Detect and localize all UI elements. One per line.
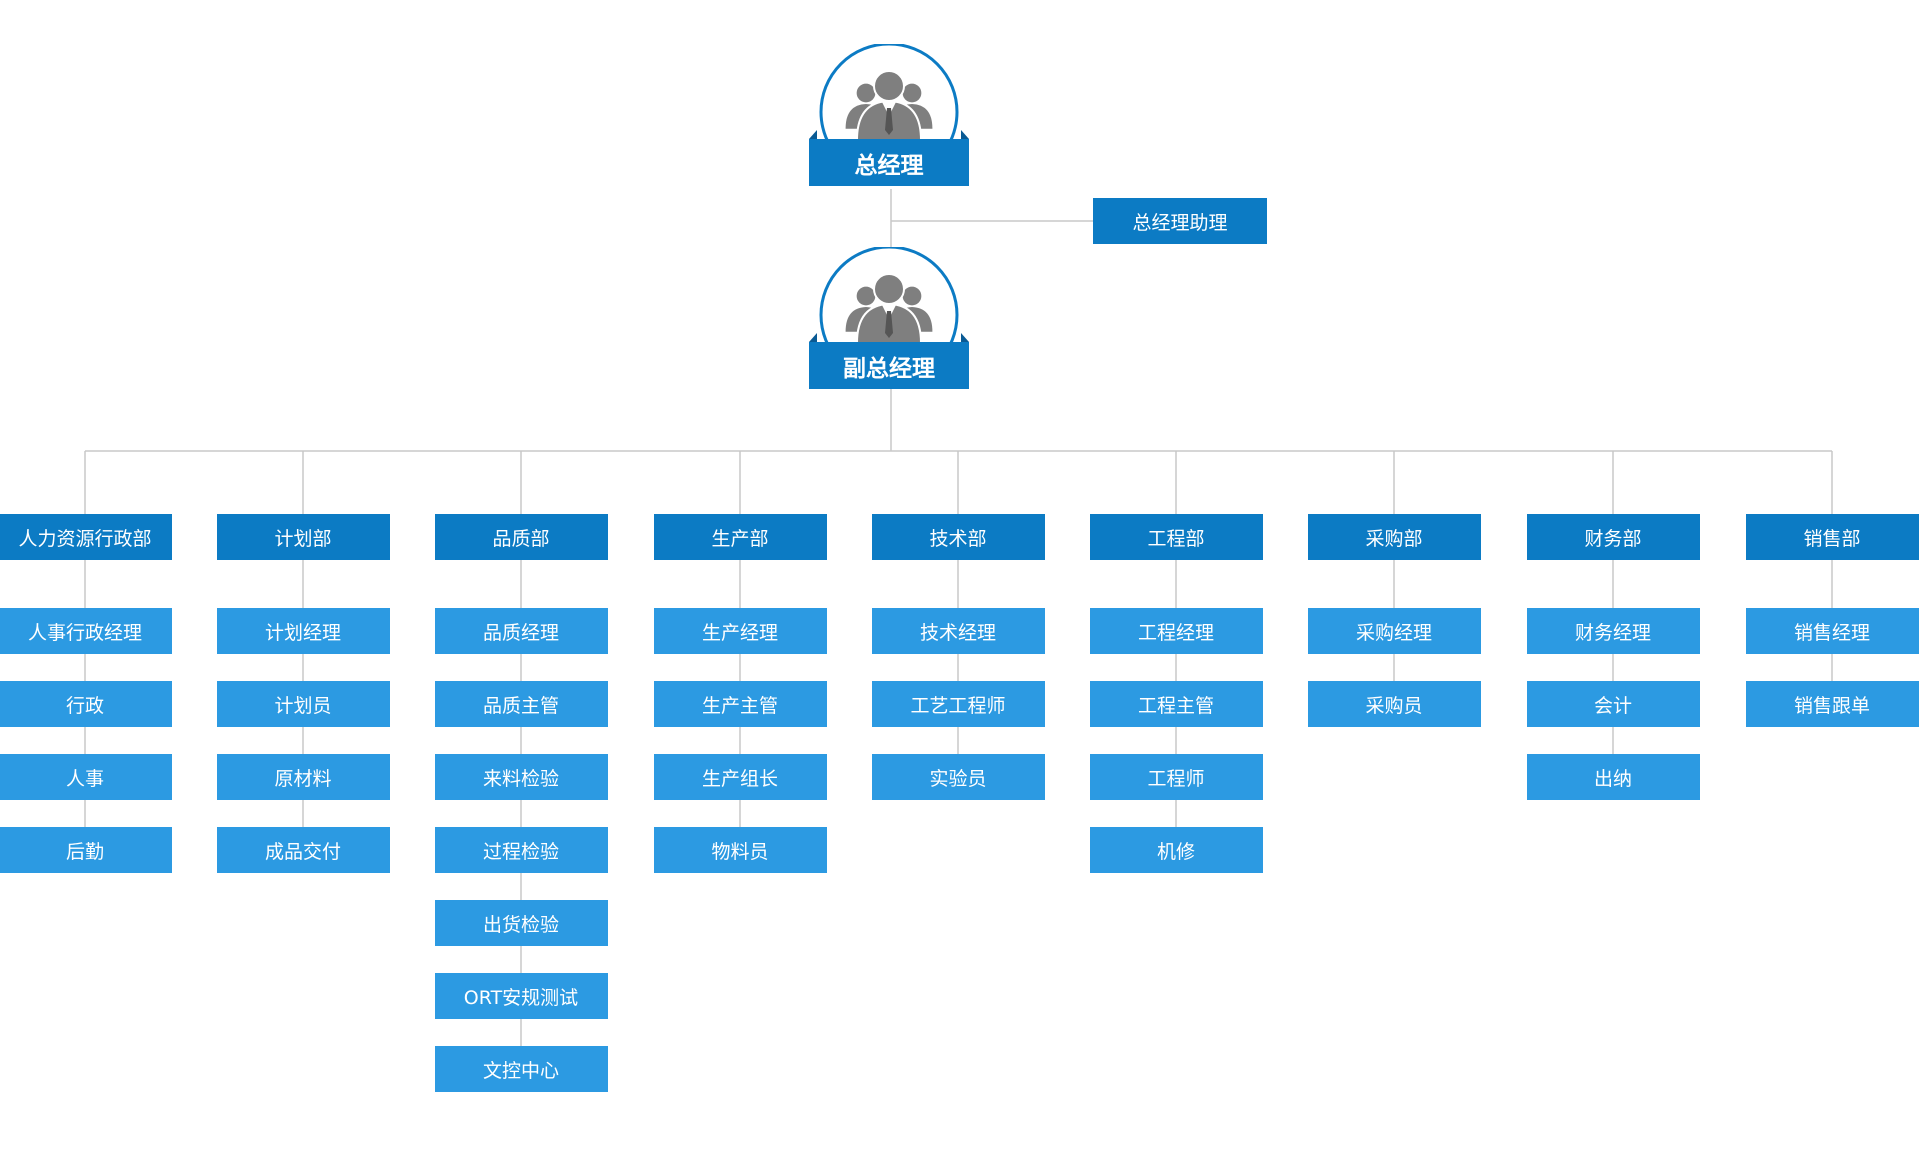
role-box: 技术经理 (871, 608, 1045, 654)
role-box: 工程师 (1089, 754, 1263, 800)
assistant-node: 总经理助理 (1093, 198, 1267, 244)
role-box: 人事 (0, 754, 172, 800)
people-group-icon (809, 44, 969, 186)
role-box: 采购经理 (1307, 608, 1481, 654)
department-box: 财务部 (1526, 514, 1700, 560)
role-box: ORT安规测试 (434, 973, 608, 1019)
role-box: 文控中心 (434, 1046, 608, 1092)
general-manager-node: 总经理 (809, 44, 969, 189)
role-box: 销售跟单 (1745, 681, 1919, 727)
role-box: 财务经理 (1526, 608, 1700, 654)
role-box: 实验员 (871, 754, 1045, 800)
role-box: 计划员 (216, 681, 390, 727)
role-box: 工程经理 (1089, 608, 1263, 654)
role-box: 生产组长 (653, 754, 827, 800)
general-manager-label: 总经理 (854, 152, 924, 179)
department-box: 人力资源行政部 (0, 514, 172, 560)
role-box: 采购员 (1307, 681, 1481, 727)
role-box: 会计 (1526, 681, 1700, 727)
department-box: 生产部 (653, 514, 827, 560)
people-group-icon (809, 247, 969, 389)
role-box: 工程主管 (1089, 681, 1263, 727)
role-box: 人事行政经理 (0, 608, 172, 654)
role-box: 生产主管 (653, 681, 827, 727)
role-box: 出纳 (1526, 754, 1700, 800)
deputy-manager-label: 副总经理 (843, 355, 935, 382)
role-box: 后勤 (0, 827, 172, 873)
role-box: 销售经理 (1745, 608, 1919, 654)
role-box: 成品交付 (216, 827, 390, 873)
role-box: 来料检验 (434, 754, 608, 800)
department-box: 技术部 (871, 514, 1045, 560)
role-box: 行政 (0, 681, 172, 727)
deputy-manager-node: 副总经理 (809, 247, 969, 392)
department-box: 工程部 (1089, 514, 1263, 560)
role-box: 出货检验 (434, 900, 608, 946)
role-box: 计划经理 (216, 608, 390, 654)
department-box: 采购部 (1307, 514, 1481, 560)
role-box: 品质主管 (434, 681, 608, 727)
role-box: 生产经理 (653, 608, 827, 654)
department-box: 销售部 (1745, 514, 1919, 560)
role-box: 机修 (1089, 827, 1263, 873)
department-box: 计划部 (216, 514, 390, 560)
role-box: 原材料 (216, 754, 390, 800)
role-box: 工艺工程师 (871, 681, 1045, 727)
role-box: 品质经理 (434, 608, 608, 654)
department-box: 品质部 (434, 514, 608, 560)
role-box: 物料员 (653, 827, 827, 873)
role-box: 过程检验 (434, 827, 608, 873)
